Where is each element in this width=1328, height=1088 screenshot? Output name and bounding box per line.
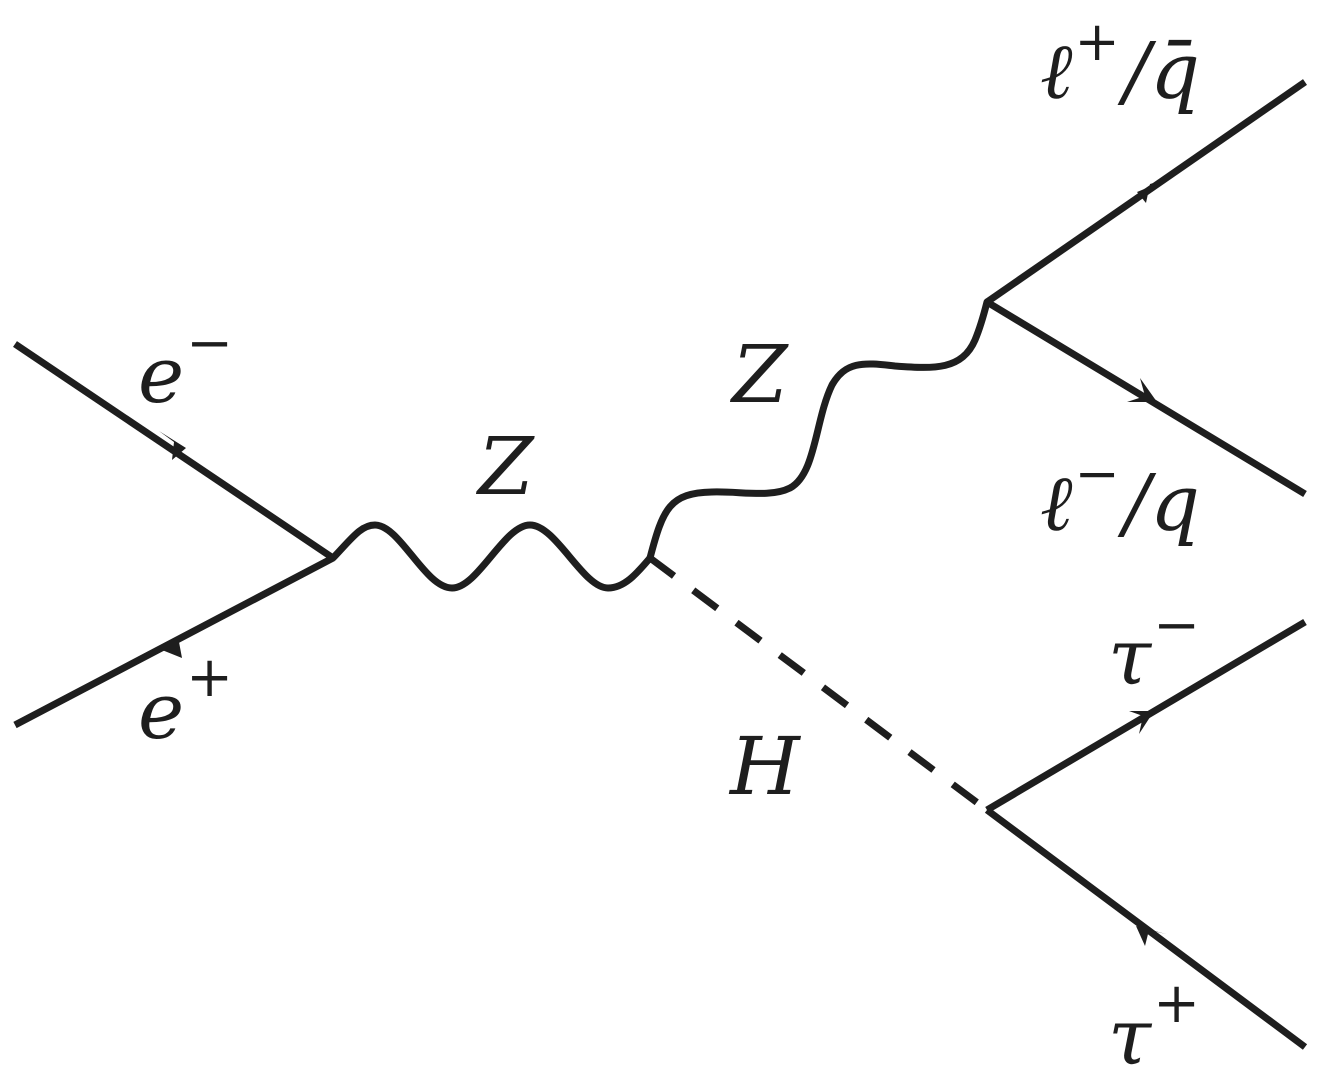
label-z-decay: Z [729,328,789,421]
lepton-minus-arrow-icon [1127,378,1157,402]
z-propagator-wave [329,521,654,592]
label-e-plus: e+ [138,645,233,757]
electron-arrow-icon [159,431,186,460]
label-lepton-plus: ℓ+/q̄ [1040,10,1200,117]
tau-plus-arrow-icon [1136,926,1166,946]
label-lepton-minus: ℓ−/q [1040,442,1200,549]
lepton-plus-arrow-icon [1137,179,1168,203]
label-e-minus: e− [138,311,233,421]
tau-plus-line [984,807,1308,1050]
label-z-propagator: Z [475,420,535,513]
label-tau-minus: τ− [1108,593,1200,703]
positron-arrow-icon [162,628,195,658]
label-higgs: H [728,720,802,813]
positron-line [13,554,335,729]
z-decay-wave [646,298,991,562]
label-tau-plus: τ+ [1108,971,1200,1083]
higgs-line [647,555,990,813]
tau-minus-arrow-icon [1129,711,1154,734]
